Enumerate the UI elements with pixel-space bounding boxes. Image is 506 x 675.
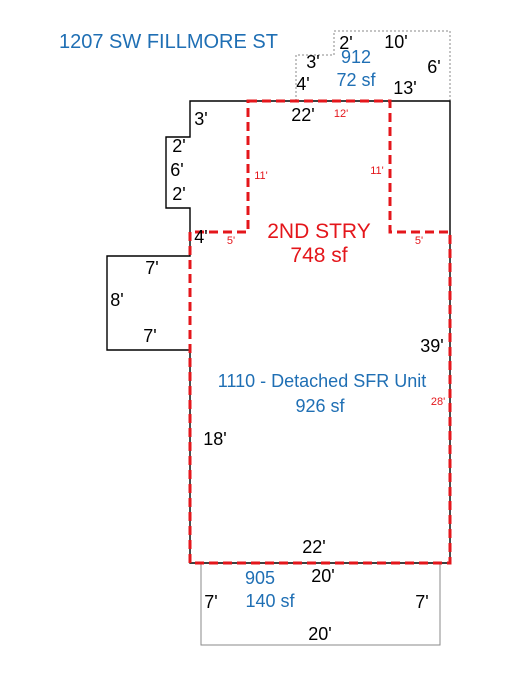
dim-left-4: 4' <box>194 227 207 247</box>
dim-top-10: 10' <box>384 32 407 52</box>
dim-right-39: 39' <box>420 336 443 356</box>
dim-left-6: 6' <box>170 160 183 180</box>
dim-top-22: 22' <box>291 105 314 125</box>
dim-2nd-top-12: 12' <box>334 108 348 120</box>
dim-bot-20a: 20' <box>311 566 334 586</box>
second-story-area: 748 sf <box>290 244 347 267</box>
dim-left-18: 18' <box>203 429 226 449</box>
porch-top-area: 72 sf <box>336 70 376 90</box>
dim-bump-8: 8' <box>110 290 123 310</box>
dim-bump-7b: 7' <box>143 326 156 346</box>
dim-bump-7a: 7' <box>145 258 158 278</box>
dim-bot-7a: 7' <box>204 592 217 612</box>
dim-top-6: 6' <box>427 57 440 77</box>
dim-left-2b: 2' <box>172 184 185 204</box>
dim-2nd-left-5: 5' <box>227 235 235 247</box>
dim-bot-7b: 7' <box>415 592 428 612</box>
main-house-walls <box>106 100 451 564</box>
second-story-name: 2ND STRY <box>267 220 370 243</box>
porch-top-outline <box>295 30 451 101</box>
main-area-code: 1110 - Detached SFR Unit <box>218 371 426 391</box>
dim-2nd-right-11: 11' <box>370 165 384 177</box>
dim-bottom-22: 22' <box>302 537 325 557</box>
porch-bottom-area: 140 sf <box>245 591 295 611</box>
dim-top-2: 2' <box>339 33 352 53</box>
porch-bottom-code: 905 <box>245 568 275 588</box>
dim-left-2a: 2' <box>172 136 185 156</box>
dim-2nd-right-28: 28' <box>431 396 445 408</box>
address-label: 1207 SW FILLMORE ST <box>59 31 278 53</box>
second-story-outline <box>188 99 452 565</box>
porch-top-code: 912 <box>341 47 371 67</box>
dim-bot-20b: 20' <box>308 624 331 644</box>
porch-bottom-outline <box>200 563 441 646</box>
dim-top-4: 4' <box>296 74 309 94</box>
main-area-size: 926 sf <box>295 396 345 416</box>
dim-top-13: 13' <box>393 78 416 98</box>
dim-left-3: 3' <box>194 109 207 129</box>
dim-2nd-right-5: 5' <box>415 235 423 247</box>
dim-top-3: 3' <box>306 52 319 72</box>
dim-2nd-left-11: 11' <box>254 170 268 182</box>
